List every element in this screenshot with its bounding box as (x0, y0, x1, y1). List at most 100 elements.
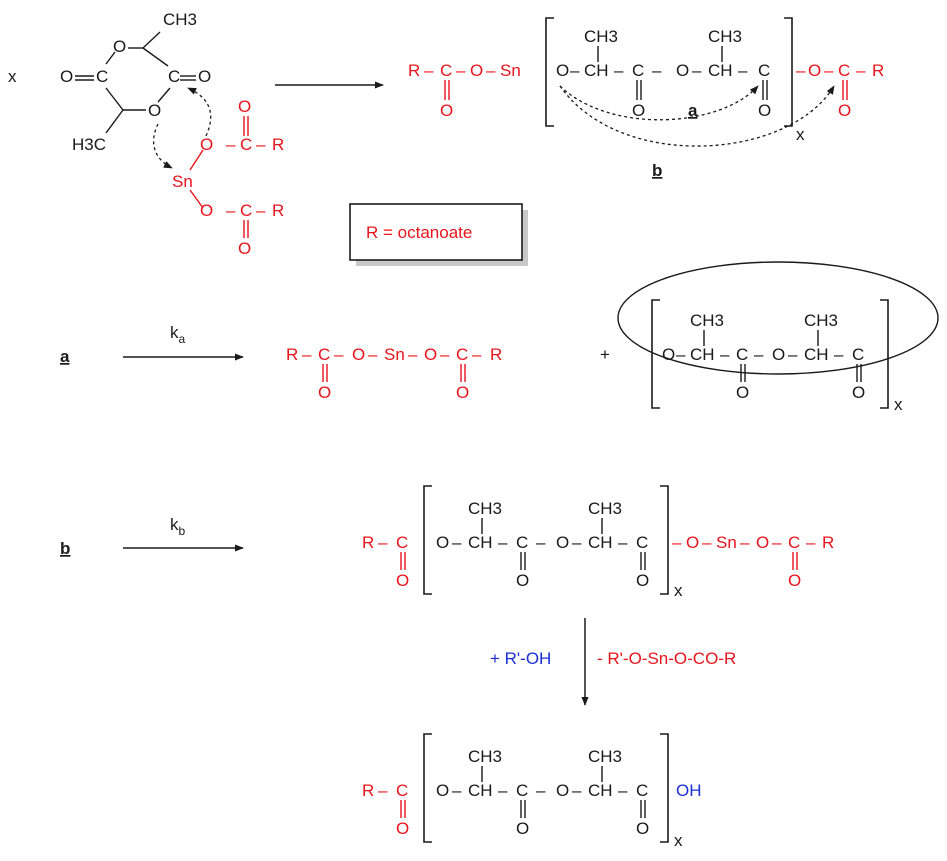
svg-text:–: – (440, 345, 450, 364)
svg-text:O: O (456, 383, 469, 402)
svg-text:O: O (352, 345, 365, 364)
lactide-h3c-bottom: H3C (72, 135, 106, 154)
svg-text:–: – (226, 201, 236, 220)
bracket-left (545, 17, 554, 127)
path-label-b: b (60, 539, 70, 558)
svg-text:–: – (302, 345, 312, 364)
svg-text:–: – (856, 61, 866, 80)
svg-text:–: – (692, 61, 702, 80)
svg-text:–: – (738, 61, 748, 80)
byproduct-removed: - R'-O-Sn-O-CO-R (597, 649, 736, 668)
coordination-insertion-arrows (152, 87, 212, 169)
svg-text:–: – (806, 533, 816, 552)
svg-text:O: O (556, 533, 569, 552)
svg-text:R: R (286, 345, 298, 364)
final-polymer: R – C O O – CH CH3 – C O – O – CH CH3 – … (362, 733, 702, 850)
svg-text:–: – (424, 61, 434, 80)
svg-text:O: O (756, 533, 769, 552)
svg-text:CH: CH (588, 781, 613, 800)
svg-text:O: O (808, 61, 821, 80)
svg-text:C: C (636, 533, 648, 552)
svg-text:O: O (238, 239, 251, 258)
svg-text:–: – (368, 345, 378, 364)
rate-constant-b: kb (170, 515, 186, 538)
reagent-added: + R'-OH (490, 649, 551, 668)
svg-text:–: – (536, 533, 546, 552)
svg-text:R: R (872, 61, 884, 80)
svg-text:–: – (676, 345, 686, 364)
svg-text:CH3: CH3 (690, 311, 724, 330)
svg-text:C: C (758, 61, 770, 80)
svg-text:C: C (456, 345, 468, 364)
svg-text:CH3: CH3 (468, 747, 502, 766)
svg-text:–: – (378, 781, 388, 800)
svg-text:C: C (440, 61, 452, 80)
propagating-chain: R – C O – O – Sn O – CH CH3 – C O – O – … (408, 17, 884, 180)
svg-text:–: – (720, 345, 730, 364)
svg-text:O: O (396, 571, 409, 590)
lactide-ring-o-bottom: O (148, 101, 161, 120)
lactide-monomer: x O C O CH3 C O O H3C (8, 10, 211, 154)
svg-text:O: O (636, 819, 649, 838)
svg-text:R: R (490, 345, 502, 364)
product-b-tin: Sn (716, 533, 737, 552)
svg-text:C: C (736, 345, 748, 364)
svg-text:–: – (256, 135, 266, 154)
svg-text:–: – (572, 533, 582, 552)
svg-text:R: R (362, 781, 374, 800)
svg-text:–: – (378, 533, 388, 552)
pathway-b: b kb R – C O O – CH CH3 – C O – O – CH C… (60, 485, 834, 600)
svg-text:CH: CH (588, 533, 613, 552)
svg-text:O: O (436, 533, 449, 552)
svg-text:–: – (572, 781, 582, 800)
svg-text:CH: CH (584, 61, 609, 80)
svg-text:x: x (674, 581, 683, 600)
svg-text:–: – (472, 345, 482, 364)
tin-octoate-catalyst: Sn O – C O – R O – C O – R (172, 97, 284, 258)
svg-text:O: O (396, 819, 409, 838)
svg-text:–: – (452, 533, 462, 552)
lactide-carbon-left: C (96, 67, 108, 86)
svg-text:–: – (456, 61, 466, 80)
svg-text:O: O (318, 383, 331, 402)
svg-text:O: O (470, 61, 483, 80)
svg-text:C: C (396, 781, 408, 800)
svg-text:C: C (632, 61, 644, 80)
bracket-right (784, 17, 793, 127)
svg-text:–: – (452, 781, 462, 800)
path-label-b-top: b (652, 161, 662, 180)
svg-text:CH: CH (708, 61, 733, 80)
svg-text:–: – (570, 61, 580, 80)
svg-text:O: O (436, 781, 449, 800)
svg-text:x: x (894, 395, 903, 414)
svg-text:–: – (498, 533, 508, 552)
svg-text:R: R (272, 201, 284, 220)
svg-text:–: – (740, 533, 750, 552)
path-label-a: a (60, 347, 70, 366)
svg-text:CH: CH (690, 345, 715, 364)
svg-text:O: O (736, 383, 749, 402)
svg-text:CH: CH (468, 533, 493, 552)
svg-text:–: – (672, 533, 682, 552)
svg-text:R: R (272, 135, 284, 154)
termination-step: + R'-OH - R'-O-Sn-O-CO-R (490, 618, 736, 706)
svg-text:–: – (256, 201, 266, 220)
stoichiometry-x: x (8, 67, 17, 86)
svg-text:O: O (788, 571, 801, 590)
r-definition: R = octanoate (366, 223, 472, 242)
lactide-ring-o-top: O (113, 37, 126, 56)
svg-text:O: O (838, 101, 851, 120)
svg-text:C: C (852, 345, 864, 364)
svg-text:C: C (516, 781, 528, 800)
svg-text:C: C (516, 533, 528, 552)
svg-text:–: – (834, 345, 844, 364)
svg-text:R: R (408, 61, 420, 80)
svg-text:O: O (686, 533, 699, 552)
svg-text:O: O (556, 781, 569, 800)
catalyst-o1: O (200, 135, 213, 154)
svg-text:–: – (536, 781, 546, 800)
catalyst-tin: Sn (172, 172, 193, 191)
svg-text:C: C (318, 345, 330, 364)
svg-text:O: O (424, 345, 437, 364)
